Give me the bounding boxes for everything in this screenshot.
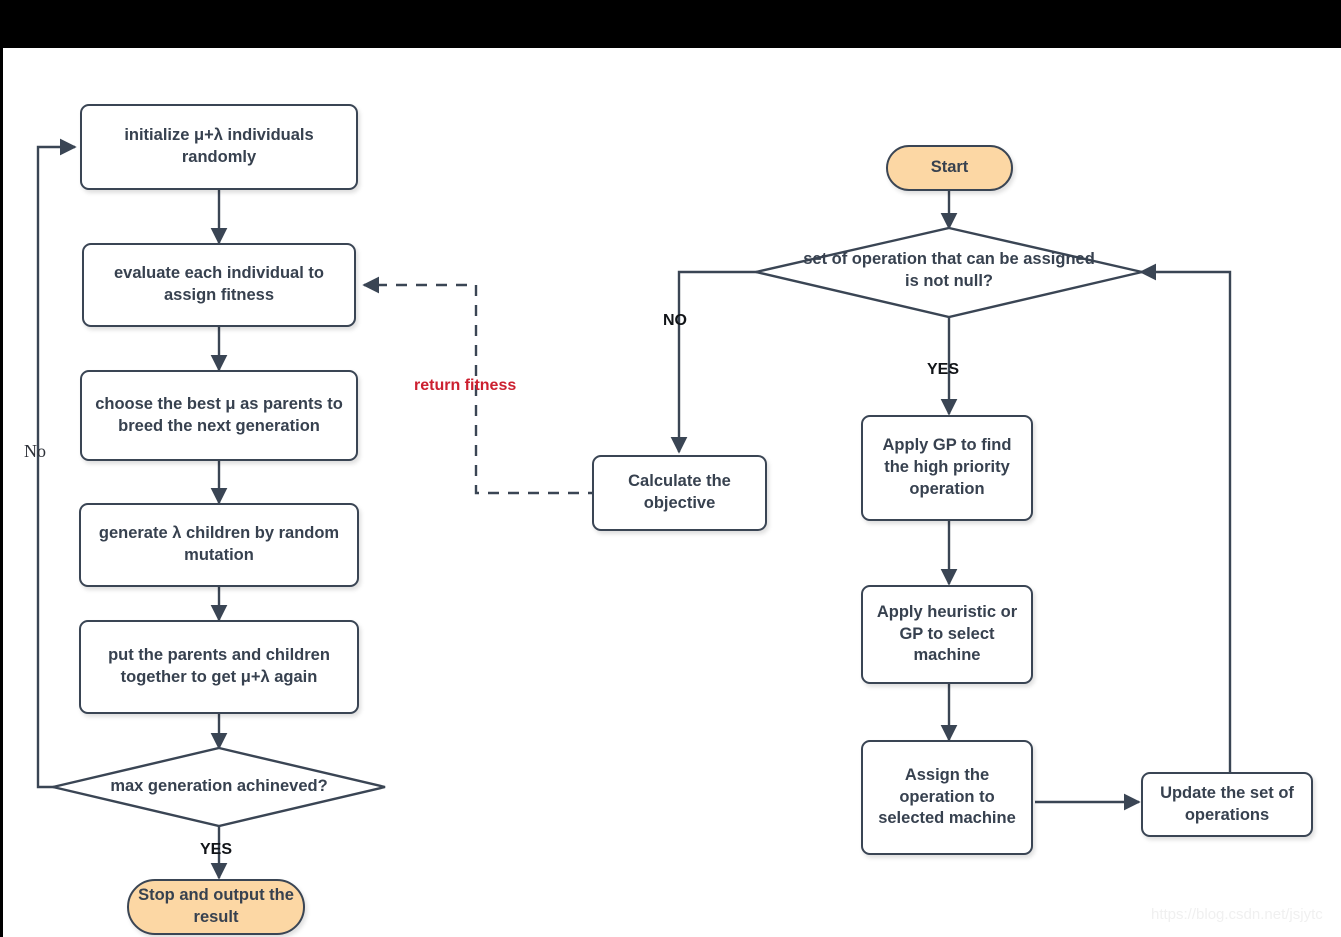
node-apply-gp-label: Apply GP to find the high priority opera…	[882, 436, 1012, 498]
edge-no-feedback-loop	[36, 138, 77, 789]
node-operation-set-decision[interactable]: set of operation that can be assigned is…	[801, 231, 1097, 311]
edge-decision-no-to-calculate	[670, 270, 766, 454]
node-start-label: Start	[930, 158, 969, 177]
node-calculate-objective[interactable]: Calculate the objective	[592, 455, 767, 531]
node-update-operations-label: Update the set of operations	[1160, 783, 1294, 824]
node-calculate-objective-label: Calculate the objective	[628, 472, 731, 512]
node-stop-output-label: Stop and output the result	[138, 886, 294, 926]
node-apply-heuristic[interactable]: Apply heuristic or GP to select machine	[861, 585, 1033, 684]
node-assign-operation[interactable]: Assign the operation to selected machine	[861, 740, 1033, 855]
node-initialize-label: initialize μ+λ individuals randomly	[124, 126, 314, 166]
maxgen-diamond-shape	[52, 746, 386, 828]
node-apply-gp[interactable]: Apply GP to find the high priority opera…	[861, 415, 1033, 521]
node-initialize[interactable]: initialize μ+λ individuals randomly	[80, 104, 358, 190]
node-combine-population[interactable]: put the parents and children together to…	[79, 620, 359, 714]
node-max-generation-decision[interactable]: max generation achineved?	[99, 752, 339, 822]
node-evaluate[interactable]: evaluate each individual to assign fitne…	[82, 243, 356, 327]
node-update-operations[interactable]: Update the set of operations	[1141, 772, 1313, 837]
node-generate-children[interactable]: generate λ children by random mutation	[79, 503, 359, 587]
decision-diamond-shape	[755, 226, 1143, 319]
edge-label-decision-yes: YES	[927, 361, 960, 378]
node-generate-children-label: generate λ children by random mutation	[98, 524, 340, 564]
node-choose-parents[interactable]: choose the best μ as parents to breed th…	[80, 370, 358, 461]
edge-label-yes-to-stop: YES	[200, 841, 233, 858]
node-combine-population-label: put the parents and children together to…	[108, 646, 330, 686]
edge-label-no-loop: No	[24, 441, 46, 461]
node-evaluate-label: evaluate each individual to assign fitne…	[114, 264, 324, 304]
edge-label-decision-no: NO	[663, 312, 687, 329]
node-max-generation-label: max generation achineved?	[110, 777, 328, 796]
node-assign-operation-label: Assign the operation to selected machine	[878, 765, 1016, 828]
node-start[interactable]: Start	[886, 145, 1013, 191]
left-black-strip	[0, 48, 3, 937]
node-choose-parents-label: choose the best μ as parents to breed th…	[95, 394, 343, 435]
node-stop-output[interactable]: Stop and output the result	[127, 879, 305, 935]
node-apply-heuristic-label: Apply heuristic or GP to select machine	[876, 602, 1018, 665]
edge-label-return-fitness: return fitness	[414, 377, 517, 394]
top-black-bar	[0, 0, 1341, 48]
watermark-text: https://blog.csdn.net/jsjytc	[1151, 906, 1323, 923]
edge-update-loop-to-decision	[1139, 263, 1232, 772]
node-operation-set-decision-label: set of operation that can be assigned is…	[803, 250, 1095, 290]
